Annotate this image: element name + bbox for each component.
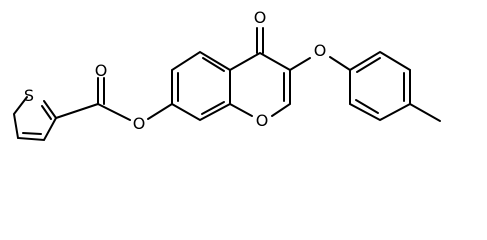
bond (409, 103, 441, 122)
chemical-structure: S O O O O O (12, 8, 441, 142)
atom-label-o: O (95, 61, 108, 80)
bond (355, 99, 379, 114)
bond (356, 57, 381, 73)
bond (349, 50, 411, 122)
bond (41, 105, 52, 120)
atom-label-o: O (254, 8, 267, 27)
atom-label-s: S (24, 86, 34, 105)
atom-label-o: O (256, 111, 269, 130)
bond-lines (12, 27, 441, 142)
bond (97, 103, 131, 121)
bond (22, 132, 42, 135)
bond (43, 100, 57, 119)
atom-labels: S O O O O O (24, 8, 326, 133)
bond (12, 96, 57, 142)
bond (171, 50, 231, 122)
bond (229, 103, 253, 117)
bond (289, 57, 311, 71)
bond (201, 101, 225, 115)
atom-label-o: O (133, 114, 146, 133)
structure-canvas: S O O O O O (12, 8, 441, 142)
atom-label-o: O (314, 41, 327, 60)
bond (202, 57, 225, 72)
bond (329, 56, 351, 71)
bond (229, 51, 291, 117)
bond (55, 103, 99, 119)
bond (147, 103, 173, 120)
